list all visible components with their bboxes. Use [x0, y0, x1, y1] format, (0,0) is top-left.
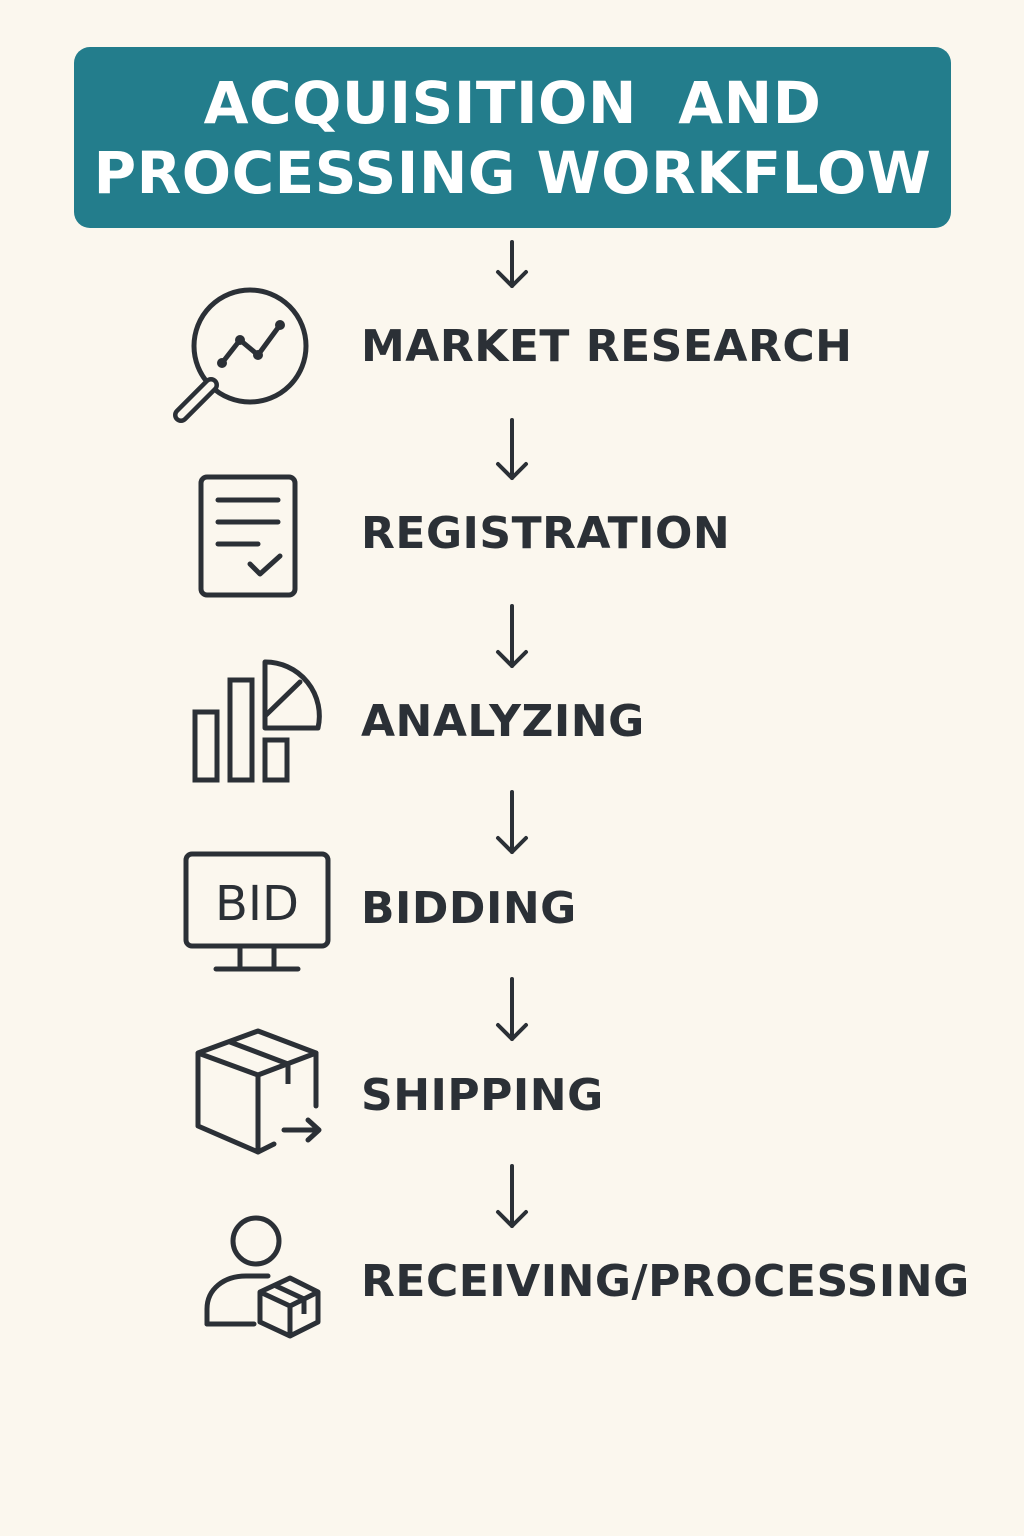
down-arrow-icon [496, 1164, 528, 1228]
bar-pie-chart-icon [192, 659, 322, 783]
step-label-bidding: BIDDING [361, 883, 577, 934]
step-label-shipping: SHIPPING [361, 1070, 604, 1121]
down-arrow-icon [496, 790, 528, 854]
down-arrow-icon [496, 418, 528, 480]
step-label-registration: REGISTRATION [361, 508, 731, 559]
title-line-2: PROCESSING WORKFLOW [93, 139, 932, 207]
down-arrow-icon [496, 240, 528, 288]
monitor-bid-icon: BID [183, 851, 331, 972]
box-arrow-icon [195, 1028, 322, 1155]
step-label-market-research: MARKET RESEARCH [361, 321, 853, 372]
bid-icon-text: BID [215, 876, 299, 932]
down-arrow-icon [496, 604, 528, 668]
down-arrow-icon [496, 977, 528, 1041]
title-line-1: ACQUISITION AND [203, 69, 822, 137]
step-label-analyzing: ANALYZING [361, 696, 645, 747]
title-banner: ACQUISITION AND PROCESSING WORKFLOW [74, 47, 951, 228]
step-label-receiving-processing: RECEIVING/PROCESSING [361, 1256, 970, 1307]
checklist-document-icon [198, 474, 298, 598]
magnifier-trend-icon [173, 287, 309, 423]
person-box-icon [204, 1215, 321, 1339]
